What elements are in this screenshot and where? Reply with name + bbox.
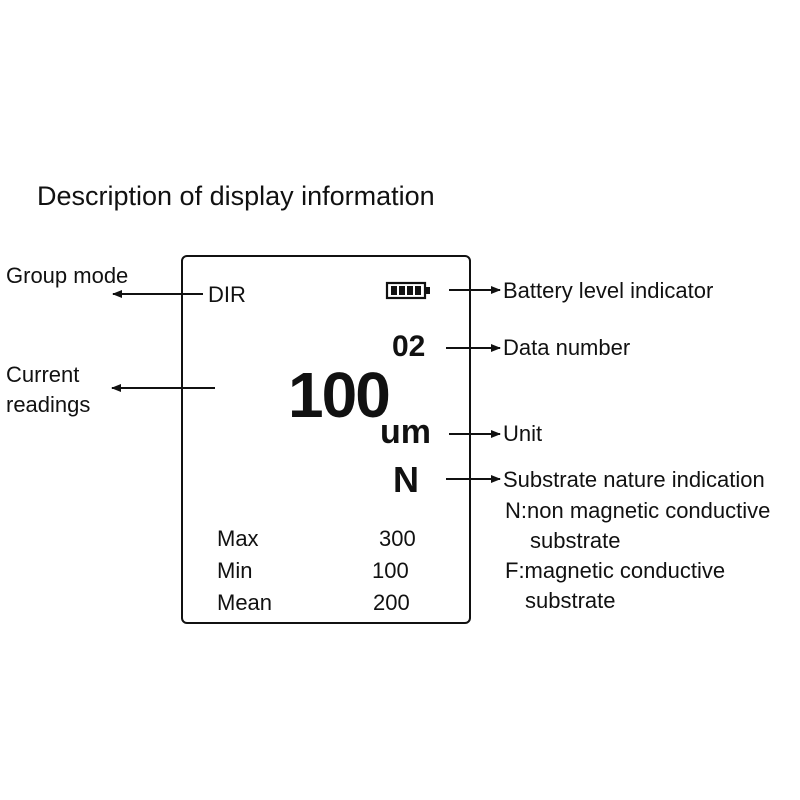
substrate-n-line1: N:non magnetic conductive <box>505 498 771 523</box>
data-number-value: 02 <box>392 330 426 363</box>
battery-label: Battery level indicator <box>503 278 714 303</box>
substrate-f-line1: F:magnetic conductive <box>505 558 726 583</box>
stat-mean-label: Mean <box>217 590 273 615</box>
stat-min-value: 100 <box>372 558 409 583</box>
current-reading-value: 100 <box>288 359 391 431</box>
substrate-f-line2: substrate <box>525 588 616 613</box>
diagram-title: Description of display information <box>37 181 435 211</box>
group-mode-label: Group mode <box>6 263 129 288</box>
unit-value: um <box>380 413 431 451</box>
battery-icon <box>385 281 430 300</box>
stat-mean-value: 200 <box>373 590 410 615</box>
current-readings-label-line2: readings <box>6 392 91 417</box>
data-number-label: Data number <box>503 335 631 360</box>
unit-label: Unit <box>503 421 543 446</box>
stat-min-label: Min <box>217 558 253 583</box>
stat-max-label: Max <box>217 526 259 551</box>
group-mode-value: DIR <box>208 282 246 307</box>
substrate-n-line2: substrate <box>530 528 621 553</box>
substrate-label: Substrate nature indication <box>503 467 765 492</box>
display-screen <box>181 255 471 624</box>
substrate-value: N <box>393 459 419 500</box>
current-readings-label-line1: Current <box>6 362 80 387</box>
stat-max-value: 300 <box>379 526 416 551</box>
